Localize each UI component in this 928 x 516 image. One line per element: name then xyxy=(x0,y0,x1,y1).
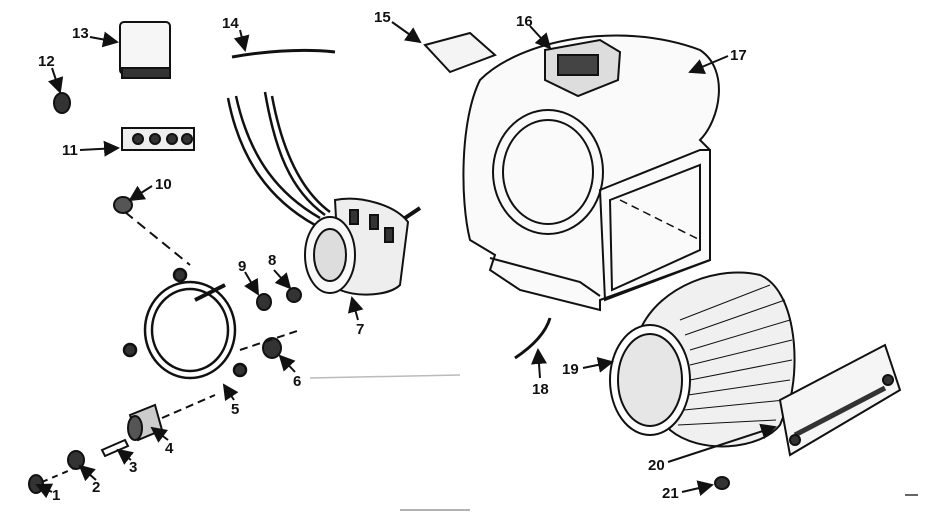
wire-lead xyxy=(514,317,552,360)
callout-18: 18 xyxy=(532,381,549,398)
callout-17: 17 xyxy=(730,47,747,64)
callout-3: 3 xyxy=(129,459,137,476)
callout-7: 7 xyxy=(356,321,364,338)
relay xyxy=(119,21,171,79)
callout-10: 10 xyxy=(155,176,172,193)
junction-box xyxy=(544,38,622,98)
cover-plate xyxy=(423,31,497,74)
callout-13: 13 xyxy=(72,25,89,42)
callout-19: 19 xyxy=(562,361,579,378)
callout-5: 5 xyxy=(231,401,239,418)
washer xyxy=(67,450,85,470)
set-screw xyxy=(113,196,191,266)
callout-16: 16 xyxy=(516,13,533,30)
callout-21: 21 xyxy=(662,485,679,502)
blower-wheel xyxy=(609,271,796,448)
scan-artifact xyxy=(309,374,461,379)
grommet xyxy=(239,329,301,359)
callout-2: 2 xyxy=(92,479,100,496)
callout-6: 6 xyxy=(293,373,301,390)
callout-1: 1 xyxy=(52,487,60,504)
wire xyxy=(231,48,336,59)
callout-8: 8 xyxy=(268,252,276,269)
nut xyxy=(286,287,302,303)
screw-small xyxy=(714,476,730,490)
callout-leaders xyxy=(35,21,777,499)
callout-labels: 1 2 3 4 5 6 7 8 9 10 11 12 13 14 15 16 1… xyxy=(38,9,747,504)
key xyxy=(100,438,130,458)
callout-11: 11 xyxy=(62,142,78,159)
callout-4: 4 xyxy=(165,440,174,457)
motor-mount xyxy=(122,267,248,380)
callout-12: 12 xyxy=(38,53,55,70)
cutoff-plate xyxy=(778,343,902,457)
pulley-hub xyxy=(127,394,216,442)
washer-small xyxy=(256,293,272,311)
motor xyxy=(304,197,422,296)
blower-housing xyxy=(462,34,720,312)
terminal-strip xyxy=(121,127,195,151)
bushing xyxy=(53,92,71,114)
callout-9: 9 xyxy=(238,258,246,275)
callout-14: 14 xyxy=(222,15,239,32)
motor-wires xyxy=(226,91,331,227)
callout-20: 20 xyxy=(648,457,665,474)
callout-15: 15 xyxy=(374,9,391,26)
